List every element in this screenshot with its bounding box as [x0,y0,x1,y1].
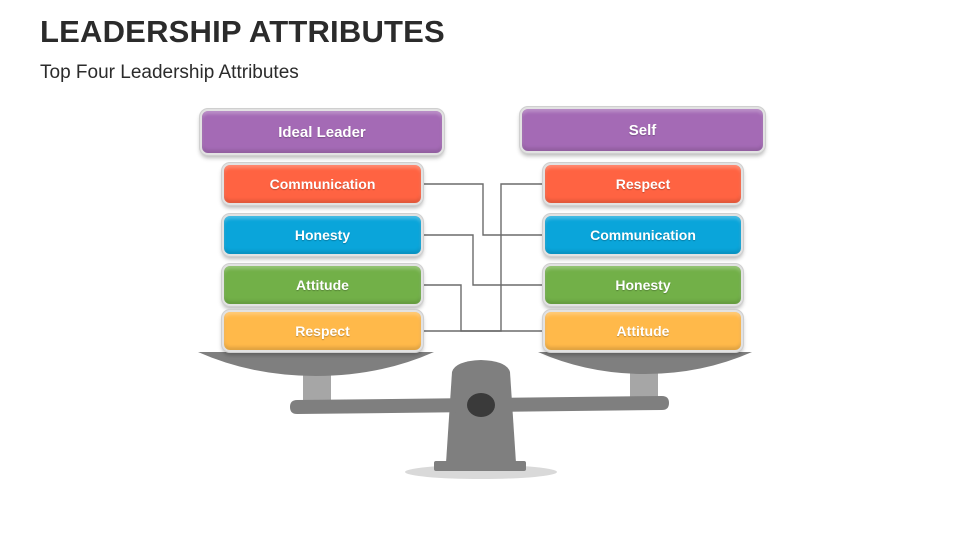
scale-pivot [467,393,495,417]
connector-honesty [423,234,543,286]
right-item-attitude: Attitude [543,310,743,352]
left-item-honesty: Honesty [222,214,423,256]
right-item-communication: Communication [543,214,743,256]
right-item-honesty: Honesty [543,264,743,306]
connector-communication [423,183,543,236]
right-pan [538,352,752,374]
connector-respect [423,183,543,332]
left-item-attitude: Attitude [222,264,423,306]
right-item-respect: Respect [543,163,743,205]
self-header: Self [520,107,765,153]
page-title: LEADERSHIP ATTRIBUTES [40,14,445,49]
connector-attitude [423,284,543,332]
ideal-leader-header: Ideal Leader [200,109,444,155]
left-item-respect: Respect [222,310,423,352]
left-item-communication: Communication [222,163,423,205]
scale-base-plate [434,461,526,471]
connector-lines [423,183,543,332]
left-pan [198,352,434,376]
page-subtitle: Top Four Leadership Attributes [40,62,299,83]
